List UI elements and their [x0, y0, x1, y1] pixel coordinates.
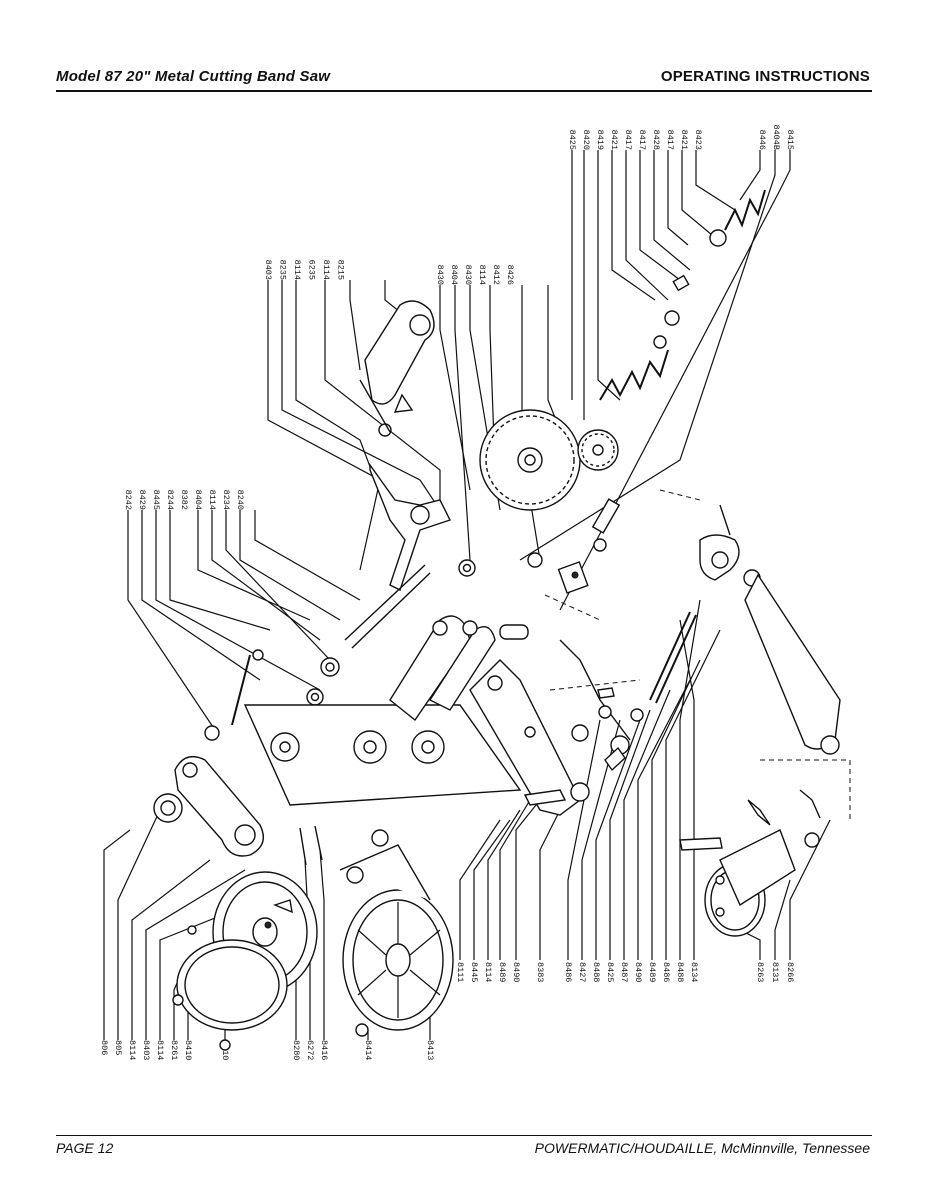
part-label-8486: 8486	[563, 962, 573, 982]
part-label-8430: 8430	[463, 265, 473, 285]
part-label-8114: 8114	[292, 260, 302, 280]
part-label-8416: 8416	[319, 1040, 329, 1060]
part-label-8486: 8486	[661, 962, 671, 982]
part-label-8412: 8412	[491, 265, 501, 285]
part-label-8111: 8111	[455, 962, 465, 982]
part-label-8417: 8417	[637, 130, 647, 150]
part-label-8383: 8383	[535, 962, 545, 982]
part-label-8240: 8240	[235, 490, 245, 510]
part-label-8235: 8235	[277, 260, 287, 280]
part-label-8134: 8134	[689, 962, 699, 982]
part-label-8419: 8419	[595, 130, 605, 150]
part-label-8426: 8426	[505, 265, 515, 285]
part-label-8420: 8420	[581, 130, 591, 150]
part-label-8421: 8421	[609, 130, 619, 150]
header-title: Model 87 20" Metal Cutting Band Saw	[56, 68, 331, 85]
part-label-8429: 8429	[137, 490, 147, 510]
part-number-labels: 8425 8420 8419 8421 8417 8417 8428 8417 8421 8423…	[99, 124, 795, 1060]
part-label-8403: 8403	[263, 260, 273, 280]
part-label-8215: 8215	[335, 260, 345, 280]
part-label-8423: 8423	[693, 130, 703, 150]
part-label-8263: 8263	[755, 962, 765, 982]
part-label-8430: 8430	[435, 265, 445, 285]
part-label-805: 805	[113, 1040, 123, 1055]
compression-spring	[599, 189, 766, 401]
small-gear	[577, 429, 619, 471]
part-label-8488: 8488	[591, 962, 601, 982]
part-label-8404: 8404	[449, 265, 459, 285]
upper-lever-arm	[359, 300, 435, 437]
page-number: PAGE 12	[56, 1140, 114, 1156]
side-bracket	[469, 639, 631, 816]
misc-small-parts	[544, 489, 701, 772]
part-label-8234: 8234	[221, 490, 231, 510]
header-section: OPERATING INSTRUCTIONS	[660, 68, 870, 85]
part-label-8242: 8242	[123, 490, 133, 510]
part-label-8114: 8114	[483, 962, 493, 982]
adjuster-block	[499, 498, 621, 640]
part-label-8114: 8114	[477, 265, 487, 285]
large-gear	[479, 409, 581, 511]
part-label-806: 806	[99, 1040, 109, 1055]
part-label-8488: 8488	[675, 962, 685, 982]
right-arm	[649, 504, 841, 755]
link-rod	[344, 462, 451, 649]
washers	[204, 538, 607, 741]
part-label-8446: 8446	[757, 130, 767, 150]
part-label-8425: 8425	[567, 130, 577, 150]
part-label-8417: 8417	[623, 130, 633, 150]
part-label-8445: 8445	[151, 490, 161, 510]
part-label-8445: 8445	[469, 962, 479, 982]
part-label-8417: 8417	[665, 130, 675, 150]
part-label-6272: 6272	[305, 1040, 315, 1060]
part-label-8427: 8427	[577, 962, 587, 982]
drum-pulley	[172, 871, 318, 1051]
part-label-8261: 8261	[169, 1040, 179, 1060]
part-label-8114: 8114	[127, 1040, 137, 1060]
part-label-8244: 8244	[165, 490, 175, 510]
handwheel	[339, 829, 454, 1037]
part-label-8421: 8421	[679, 130, 689, 150]
part-label-8403: 8403	[141, 1040, 151, 1060]
part-label-8114: 8114	[207, 490, 217, 510]
part-label-8428: 8428	[651, 130, 661, 150]
footer-rule	[56, 1135, 872, 1136]
part-label-8490: 8490	[633, 962, 643, 982]
right-wheel-assembly	[679, 759, 851, 937]
part-label-8489: 8489	[647, 962, 657, 982]
crank-arm	[153, 649, 323, 866]
part-label-8280: 8280	[291, 1040, 301, 1060]
part-label-8410: 8410	[183, 1040, 193, 1060]
part-label-8404: 8404	[193, 490, 203, 510]
part-label-8415: 8415	[785, 130, 795, 150]
part-label-8489: 8489	[497, 962, 507, 982]
part-label-8382: 8382	[179, 490, 189, 510]
part-label-8114: 8114	[155, 1040, 165, 1060]
part-label-8413: 8413	[425, 1040, 435, 1060]
publisher-line: POWERMATIC/HOUDAILLE, McMinnville, Tenne…	[534, 1140, 870, 1156]
part-label-8425: 8425	[605, 962, 615, 982]
part-label-8414: 8414	[363, 1040, 373, 1060]
part-label-8114: 8114	[321, 260, 331, 280]
part-label-8404B: 8404B	[771, 124, 781, 150]
part-label-6235: 6235	[306, 260, 316, 280]
main-plate	[243, 615, 522, 806]
part-label-8487: 8487	[619, 962, 629, 982]
part-label-8490: 8490	[511, 962, 521, 982]
part-label-8131: 8131	[770, 962, 780, 982]
header-rule	[56, 90, 872, 92]
part-label-8266: 8266	[785, 962, 795, 982]
